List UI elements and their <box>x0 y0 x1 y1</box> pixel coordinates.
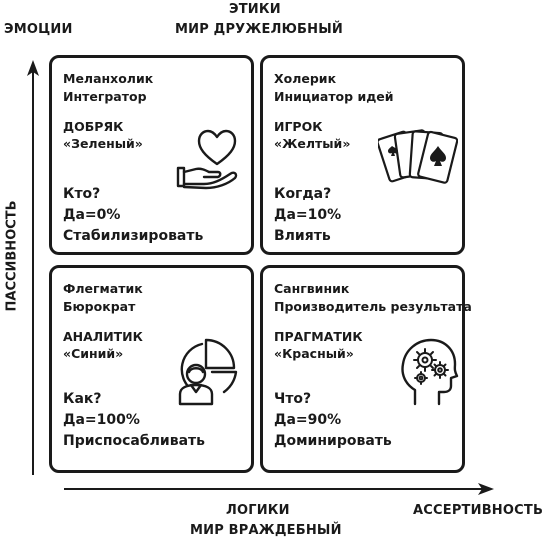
type-color: «Зеленый» <box>63 136 143 151</box>
temperament-label: Холерик <box>274 71 337 86</box>
key-question: Как? <box>63 391 102 407</box>
yes-rate: Да=10% <box>274 207 342 223</box>
quadrant-choleric: Холерик Инициатор идей ИГРОК «Желтый» Ко… <box>260 55 465 255</box>
action-verb: Доминировать <box>274 433 392 449</box>
analyst-pie-chart-icon <box>178 338 238 406</box>
temperament-label: Сангвиник <box>274 281 350 296</box>
horizontal-axis-line <box>64 488 482 490</box>
key-question: Когда? <box>274 186 332 202</box>
action-verb: Влиять <box>274 228 331 244</box>
axis-bottom-label-hostile-world: МИР ВРАЖДЕБНЫЙ <box>190 523 342 538</box>
heart-in-hand-icon <box>176 129 238 190</box>
temperament-label: Меланхолик <box>63 71 154 86</box>
axis-label-emotions: ЭМОЦИИ <box>4 22 73 37</box>
role-label: Интегратор <box>63 89 147 104</box>
role-label: Инициатор идей <box>274 89 394 104</box>
yes-rate: Да=90% <box>274 412 342 428</box>
quadrant-melancholic: Меланхолик Интегратор ДОБРЯК «Зеленый» К… <box>49 55 254 255</box>
axis-top-label-ethics: ЭТИКИ <box>229 2 281 17</box>
quadrant-phlegmatic: Флегматик Бюрократ АНАЛИТИК «Синий» Как?… <box>49 265 254 473</box>
head-gears-icon <box>401 338 459 406</box>
horizontal-axis-arrowhead <box>478 483 494 495</box>
role-label: Производитель результата <box>274 299 472 314</box>
type-color: «Желтый» <box>274 136 351 151</box>
type-name: ПРАГМАТИК <box>274 329 363 344</box>
action-verb: Приспосабливать <box>63 433 205 449</box>
action-verb: Стабилизировать <box>63 228 204 244</box>
role-label: Бюрократ <box>63 299 136 314</box>
axis-label-passivity: ПАССИВНОСТЬ <box>4 200 20 312</box>
axis-label-assertiveness: АССЕРТИВНОСТЬ <box>413 503 543 518</box>
playing-cards-icon <box>378 129 458 184</box>
type-color: «Синий» <box>63 346 124 361</box>
vertical-axis-arrowhead <box>27 60 39 76</box>
type-name: АНАЛИТИК <box>63 329 143 344</box>
type-name: ИГРОК <box>274 119 323 134</box>
type-color: «Красный» <box>274 346 354 361</box>
axis-top-label-friendly-world: МИР ДРУЖЕЛЮБНЫЙ <box>175 22 343 37</box>
yes-rate: Да=0% <box>63 207 121 223</box>
type-name: ДОБРЯК <box>63 119 124 134</box>
temperament-label: Флегматик <box>63 281 143 296</box>
key-question: Что? <box>274 391 312 407</box>
axis-bottom-label-logic: ЛОГИКИ <box>226 503 290 518</box>
key-question: Кто? <box>63 186 101 202</box>
quadrant-sanguine: Сангвиник Производитель результата ПРАГМ… <box>260 265 472 473</box>
vertical-axis-line <box>32 72 34 475</box>
yes-rate: Да=100% <box>63 412 140 428</box>
